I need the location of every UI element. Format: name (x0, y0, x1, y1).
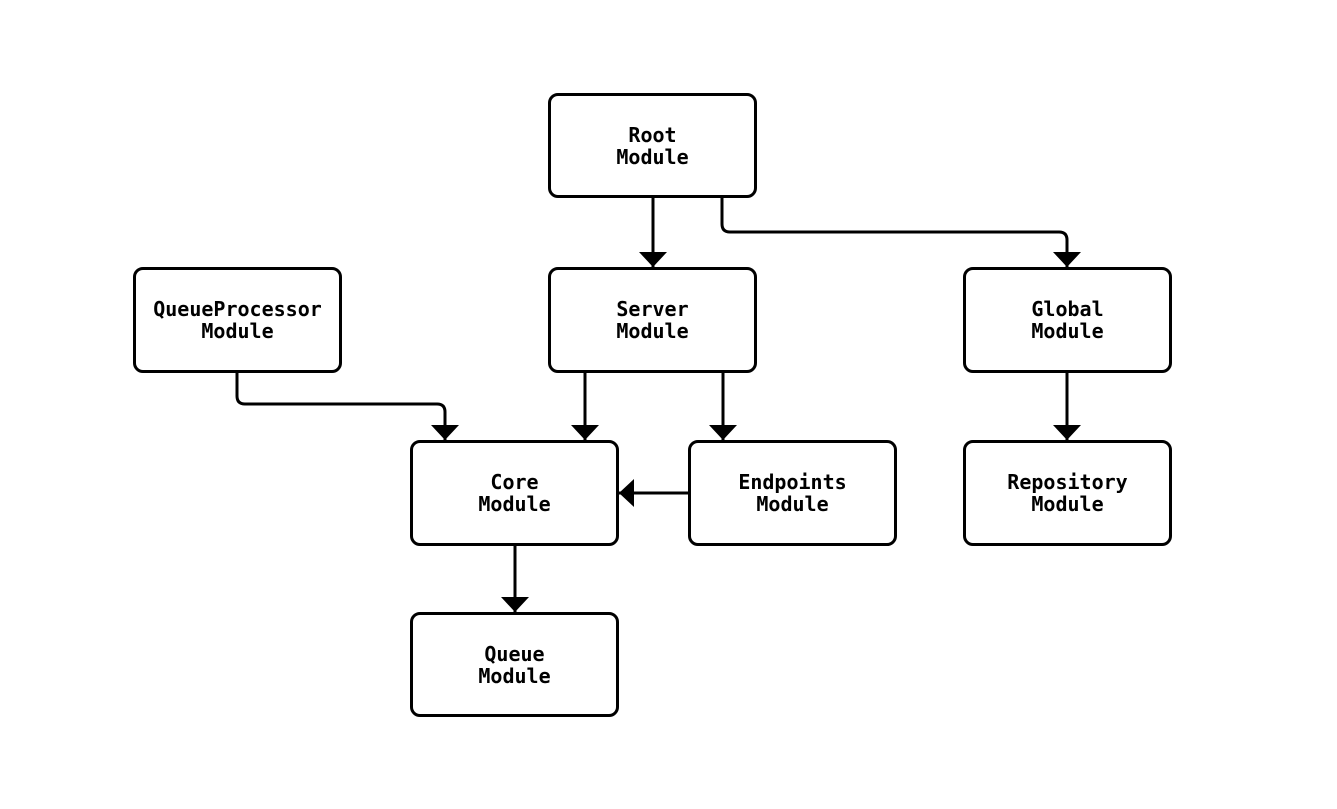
node-label-line: Module (616, 319, 689, 343)
node-core-module: Core Module (410, 440, 619, 546)
node-label-line: QueueProcessor (153, 297, 322, 321)
node-label-line: Root (628, 122, 677, 147)
arrowhead-endpoints-core (619, 479, 634, 507)
node-label-line: Module (478, 663, 551, 688)
node-repository-module: Repository Module (963, 440, 1172, 546)
arrowhead-root-server (639, 252, 667, 267)
arrowhead-queueprocessor-core (431, 425, 459, 440)
edge-queueprocessor-core (235, 373, 447, 440)
arrowhead-root-global (1053, 252, 1081, 267)
node-label-line: Module (1031, 492, 1104, 516)
node-label-line: Module (1031, 319, 1104, 343)
node-endpoints-module: Endpoints Module (688, 440, 897, 546)
node-label-line: Module (756, 492, 829, 516)
node-server-module: Server Module (548, 267, 757, 373)
node-label-line: Server (616, 297, 689, 321)
node-root-module: Root Module (548, 93, 757, 198)
node-label-line: Core (490, 470, 539, 494)
node-label-line: Module (201, 319, 274, 343)
arrowhead-global-repository (1053, 425, 1081, 440)
node-label-line: Module (478, 492, 551, 516)
node-global-module: Global Module (963, 267, 1172, 373)
node-label-line: Global (1031, 297, 1104, 321)
node-queue-module: Queue Module (410, 612, 619, 717)
node-queueprocessor-module: QueueProcessor Module (133, 267, 342, 373)
node-label-line: Module (616, 144, 689, 169)
edge-root-global (720, 198, 1069, 267)
arrowhead-core-queue (501, 597, 529, 612)
node-label-line: Repository (1007, 470, 1128, 494)
node-label-line: Queue (484, 641, 545, 666)
node-label-line: Endpoints (738, 470, 847, 494)
arrowhead-server-endpoints (709, 425, 737, 440)
arrowhead-server-core (571, 425, 599, 440)
